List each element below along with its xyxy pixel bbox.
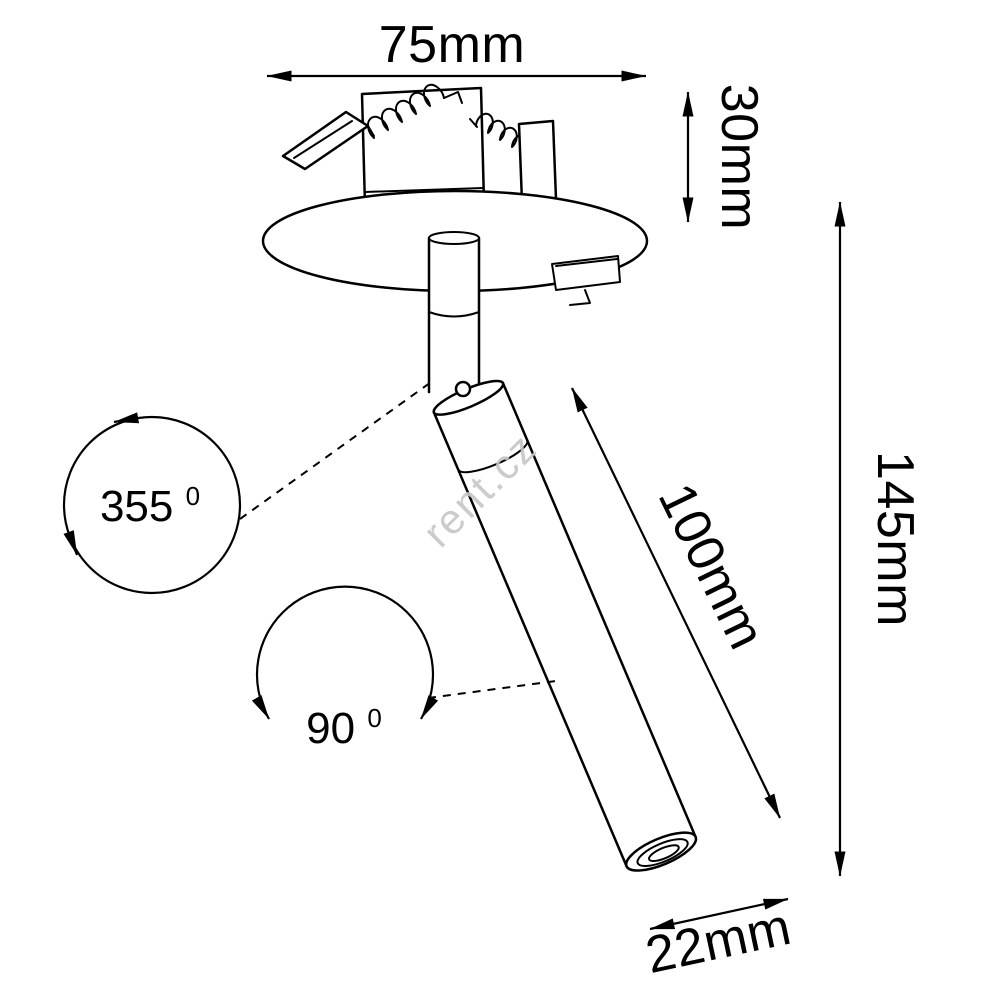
tube-section-line bbox=[457, 439, 529, 474]
leader-line-rotation bbox=[239, 379, 435, 520]
rotation-arrow-ccw bbox=[113, 412, 140, 424]
rotation-angle-label: 355 0 bbox=[100, 481, 200, 531]
retainer-plate-right bbox=[517, 119, 558, 204]
spotlight-tube bbox=[432, 379, 698, 872]
stem-sides bbox=[427, 236, 481, 394]
tube-body-fill bbox=[433, 383, 696, 867]
stem-joint-line bbox=[428, 311, 480, 318]
rotation-angle-value: 355 bbox=[100, 482, 173, 531]
tilt-angle-label: 90 0 bbox=[306, 703, 382, 753]
mounting-plate-fold bbox=[364, 187, 484, 193]
tilt-arc bbox=[251, 585, 439, 720]
spring-clip-left-wing bbox=[281, 110, 370, 171]
torsion-spring-left bbox=[366, 83, 445, 139]
leader-line-tilt bbox=[427, 680, 557, 699]
stem bbox=[427, 231, 481, 394]
dimension-line-tube-length bbox=[571, 387, 781, 819]
dimension-line-tube-diameter bbox=[649, 897, 789, 931]
rotation-angle-superscript: 0 bbox=[186, 481, 200, 511]
dimension-tube-diameter-label: 22mm bbox=[641, 898, 796, 985]
mounting-hardware bbox=[281, 83, 558, 208]
dimension-flange-width-label: 75mm bbox=[379, 16, 525, 74]
tube-lens bbox=[648, 844, 680, 863]
bracket-right-foot bbox=[569, 289, 591, 306]
pivot-screw bbox=[454, 380, 472, 398]
tilt-angle-value: 90 bbox=[306, 704, 355, 753]
rotation-indicator-circle bbox=[62, 415, 242, 595]
tilt-angle-superscript: 0 bbox=[367, 703, 381, 733]
torsion-spring-left-hook bbox=[443, 91, 463, 104]
dimension-total-length-label: 145mm bbox=[866, 451, 924, 627]
rotation-arrow-cw bbox=[63, 530, 79, 556]
spring-clip-left-inner-edge bbox=[293, 120, 353, 159]
stem-top-cap bbox=[428, 231, 480, 245]
bracket-right-fold bbox=[555, 258, 618, 267]
dimension-tube-length-label: 100mm bbox=[647, 475, 776, 659]
dimension-recess-depth-label: 30mm bbox=[710, 84, 768, 230]
stem-body bbox=[429, 238, 479, 392]
bracket-right bbox=[551, 255, 621, 306]
